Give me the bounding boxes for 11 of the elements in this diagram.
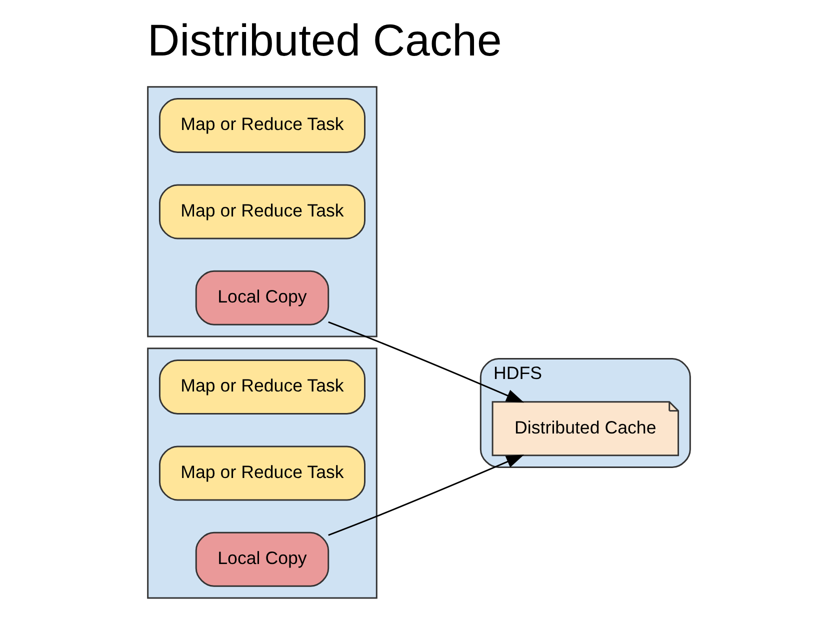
- node-box: Map or Reduce Task: [158, 98, 366, 154]
- node-box: Local Copy: [195, 532, 330, 587]
- arrow: [328, 321, 524, 403]
- diagram-title: Distributed Cache: [148, 16, 502, 66]
- cluster: [147, 86, 378, 338]
- arrow: [328, 454, 524, 536]
- node-box: Map or Reduce Task: [158, 446, 366, 501]
- cluster: [147, 348, 378, 599]
- node-box: Map or Reduce Task: [158, 360, 366, 415]
- node-box: Local Copy: [195, 270, 330, 326]
- node-box: Map or Reduce Task: [158, 184, 366, 240]
